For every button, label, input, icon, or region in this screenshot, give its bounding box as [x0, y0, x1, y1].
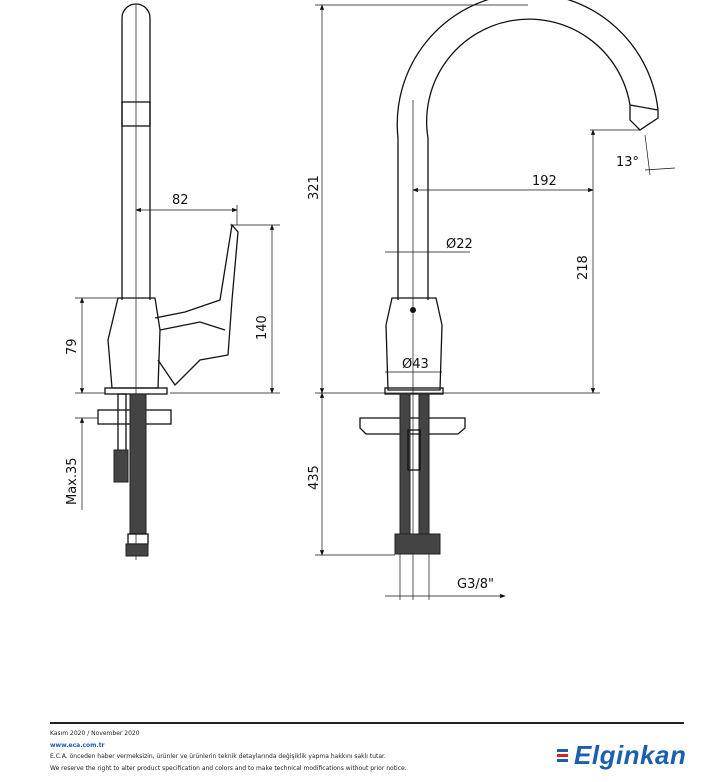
dim-body-height: 79	[65, 338, 80, 355]
footer: Kasım 2020 / November 2020 www.eca.com.t…	[50, 728, 407, 774]
brand-name: Elginkan	[574, 740, 687, 770]
dim-handle-reach: 82	[172, 193, 189, 208]
footer-disclaimer-tr: E.C.A. önceden haber vermeksizin, ürünle…	[50, 753, 386, 760]
dim-spout-clearance: 218	[576, 255, 591, 280]
side-view-faucet	[97, 3, 239, 560]
dim-rod-length: 435	[307, 465, 322, 490]
dim-tube-diameter: Ø22	[446, 237, 473, 252]
dim-spout-reach: 192	[532, 174, 557, 189]
footer-disclaimer-en: We reserve the right to alter product sp…	[50, 764, 407, 772]
side-view-dimensions	[75, 205, 280, 510]
footer-rule	[50, 722, 684, 724]
front-view-faucet	[359, 0, 659, 600]
brand-logo: Elginkan	[557, 740, 686, 771]
footer-date: Kasım 2020 / November 2020	[50, 730, 140, 737]
dim-thread: G3/8"	[457, 577, 494, 592]
front-view-dimensions	[315, 4, 676, 600]
logo-bars-icon	[557, 749, 568, 762]
dim-max-counter: Max.35	[65, 457, 80, 505]
dim-angle: 13°	[616, 155, 639, 170]
dim-body-diameter: Ø43	[402, 357, 429, 372]
dim-total-height: 321	[307, 175, 322, 200]
dim-side-height: 140	[255, 315, 270, 340]
footer-url[interactable]: www.eca.com.tr	[50, 741, 105, 749]
